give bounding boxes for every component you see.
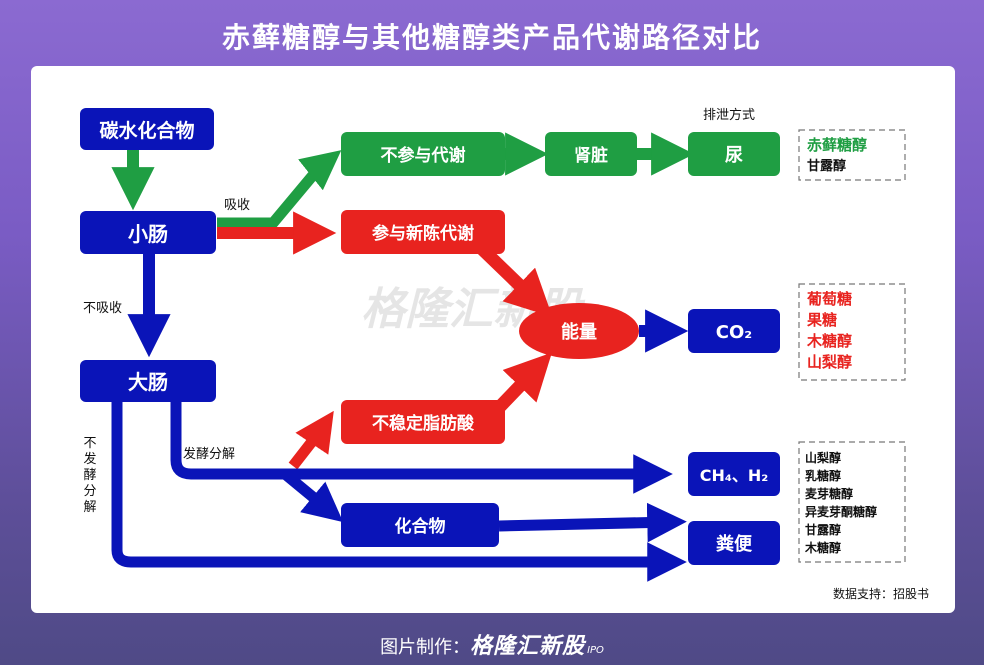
label-not-ferment: 不发酵分解 <box>83 436 96 515</box>
label-not-absorb: 不吸收 <box>83 301 122 316</box>
metabolism-diagram: 格隆汇新股 碳水化合物 <box>80 107 929 601</box>
footer-prefix: 图片制作： <box>380 637 471 658</box>
gas-item-maltitol: 麦芽糖醇 <box>805 486 853 501</box>
svg-text:不发酵分解: 不发酵分解 <box>83 436 96 515</box>
label-excretion: 排泄方式 <box>703 107 755 123</box>
gas-item-mannitol: 甘露醇 <box>805 522 841 537</box>
node-co2: CO₂ <box>688 309 780 353</box>
svg-text:粪便: 粪便 <box>716 533 753 555</box>
arrow-to-gas <box>170 400 673 494</box>
node-not-metabolized: 不参与代谢 <box>341 132 505 176</box>
group-box-gas-feces <box>798 441 906 563</box>
gas-item-xylitol: 木糖醇 <box>804 540 841 555</box>
node-compound: 化合物 <box>341 503 499 547</box>
gas-item-lactitol: 乳糖醇 <box>805 468 841 483</box>
footer-ipo: IPO <box>587 645 604 656</box>
node-urine: 尿 <box>688 132 780 176</box>
node-energy: 能量 <box>519 303 639 359</box>
urine-item-erythritol: 赤藓糖醇 <box>807 136 867 154</box>
node-feces: 粪便 <box>688 521 780 565</box>
label-ferment: 发酵分解 <box>183 446 235 462</box>
svg-text:参与新陈代谢: 参与新陈代谢 <box>372 223 474 244</box>
footer-brand: 格隆汇新股 <box>470 634 586 659</box>
svg-text:大肠: 大肠 <box>128 370 168 394</box>
label-absorb: 吸收 <box>224 198 250 213</box>
arrow-to-compound <box>281 469 344 523</box>
gas-item-isomalt: 异麦芽酮糖醇 <box>805 504 877 519</box>
group-box-urine <box>798 129 906 181</box>
svg-text:不参与代谢: 不参与代谢 <box>381 145 466 166</box>
diagram-card: 格隆汇新股 碳水化合物 <box>31 66 955 613</box>
page-title: 赤藓糖醇与其他糖醇类产品代谢路径对比 <box>221 21 762 54</box>
svg-text:CO₂: CO₂ <box>716 322 752 343</box>
svg-text:肾脏: 肾脏 <box>574 145 608 166</box>
arrow-absorb-green <box>217 150 342 229</box>
svg-text:能量: 能量 <box>561 321 597 343</box>
svg-text:化合物: 化合物 <box>395 516 446 537</box>
source-note: 数据支持：招股书 <box>833 586 929 601</box>
arrow-compound-to-feces <box>498 502 687 543</box>
node-unstable-fatty-acid: 不稳定脂肪酸 <box>341 400 505 444</box>
node-carb: 碳水化合物 <box>80 108 214 150</box>
node-small-intestine: 小肠 <box>80 211 216 254</box>
co2-item-fructose: 果糖 <box>806 311 837 329</box>
co2-item-glucose: 葡萄糖 <box>806 290 852 308</box>
svg-text:CH₄、H₂: CH₄、H₂ <box>700 466 769 485</box>
gas-item-sorbitol: 山梨醇 <box>805 450 841 465</box>
arrow-to-fatty-acid <box>288 410 334 470</box>
svg-text:不稳定脂肪酸: 不稳定脂肪酸 <box>372 413 475 434</box>
node-kidney: 肾脏 <box>545 132 637 176</box>
arrow-metab-to-energy <box>474 241 553 318</box>
svg-text:尿: 尿 <box>725 145 743 166</box>
node-ch4-h2: CH₄、H₂ <box>688 452 780 496</box>
co2-item-xylitol: 木糖醇 <box>806 332 852 350</box>
svg-text:碳水化合物: 碳水化合物 <box>99 119 194 142</box>
node-metabolized: 参与新陈代谢 <box>341 210 505 254</box>
co2-item-sorbitol: 山梨醇 <box>807 353 852 371</box>
arrow-not-ferment <box>111 400 687 582</box>
urine-item-mannitol: 甘露醇 <box>807 158 846 174</box>
node-large-intestine: 大肠 <box>80 360 216 402</box>
group-box-co2 <box>798 283 906 381</box>
svg-text:小肠: 小肠 <box>128 222 168 246</box>
